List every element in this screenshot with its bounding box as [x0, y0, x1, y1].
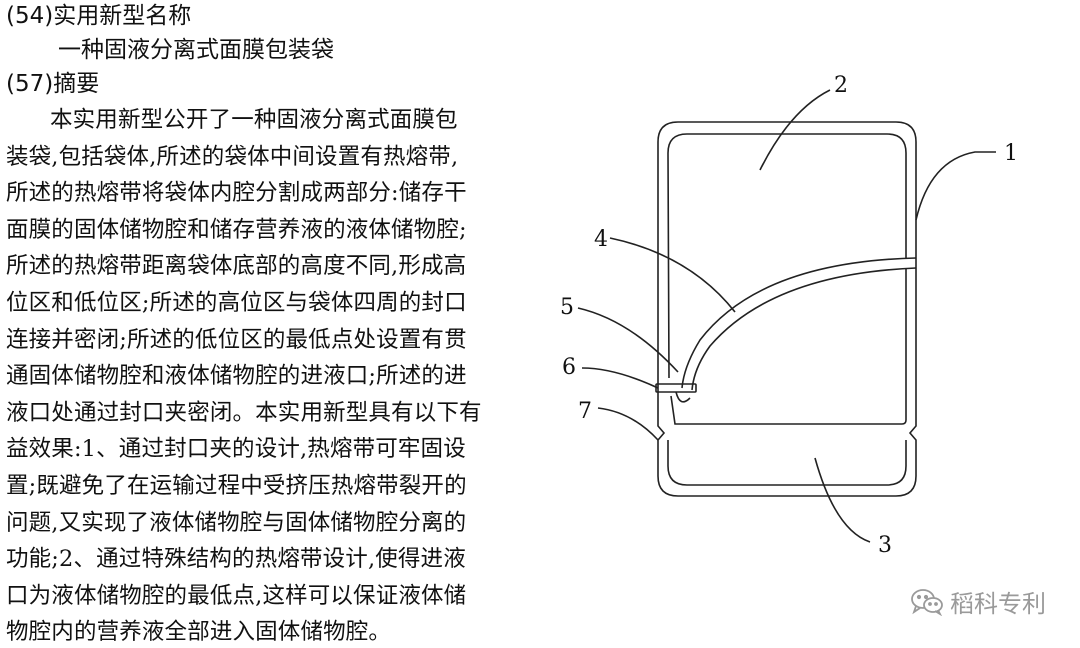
- abstract-line: 益效果:1、通过封口夹的设计,热熔带可牢固设: [6, 436, 466, 463]
- name-section-label: (54)实用新型名称: [6, 3, 192, 29]
- abstract-line: 位区和低位区;所述的高位区与袋体四周的封口: [6, 289, 467, 316]
- leader-line-3: [814, 457, 871, 543]
- abstract-line: 物腔内的营养液全部进入固体储物腔。: [6, 619, 392, 646]
- heat-seal-strip: [681, 257, 917, 389]
- abstract-line: 功能;2、通过特殊结构的热熔带设计,使得进液: [6, 546, 466, 573]
- leader-line-2: [759, 89, 831, 171]
- heat-seal-strip: [691, 267, 917, 391]
- abstract-line: 液口处通过封口夹密闭。本实用新型具有以下有: [6, 399, 482, 426]
- abstract-section-label: (57)摘要: [6, 71, 100, 97]
- abstract-line: 所述的热熔带距离袋体底部的高度不同,形成高: [6, 253, 467, 280]
- label-6: 6: [562, 355, 576, 380]
- abstract-line: 面膜的固体储物腔和储存营养液的液体储物腔;: [6, 216, 467, 243]
- watermark-text: 稻科专利: [950, 590, 1046, 618]
- abstract-line: 所述的热熔带将袋体内腔分割成两部分:储存干: [6, 180, 467, 207]
- label-1: 1: [1004, 141, 1018, 166]
- abstract-line: 口为液体储物腔的最低点,这样可以保证液体储: [6, 582, 467, 609]
- utility-model-name: 一种固液分离式面膜包装袋: [58, 37, 334, 63]
- abstract-line: 装袋,包括袋体,所述的袋体中间设置有热熔带,: [6, 143, 459, 170]
- abstract-line: 置;既避免了在运输过程中受挤压热熔带裂开的: [6, 472, 467, 499]
- label-5: 5: [560, 295, 574, 320]
- wechat-icon: [911, 588, 943, 616]
- leader-line-5: [577, 307, 679, 373]
- abstract-line: 连接并密闭;所述的低位区的最低点处设置有贯: [6, 326, 467, 353]
- lower-chamber-outline: [667, 440, 907, 486]
- patent-figure: 1 2 3 4 5 6 7: [560, 73, 1018, 558]
- bag-outer-outline: [657, 121, 917, 497]
- label-4: 4: [594, 227, 608, 252]
- leader-line-4: [609, 237, 736, 313]
- leader-line-1: [915, 151, 996, 221]
- abstract-line: 问题,又实现了液体储物腔与固体储物腔分离的: [6, 509, 467, 536]
- abstract-line: 本实用新型公开了一种固液分离式面膜包: [50, 107, 458, 133]
- liquid-inlet: [675, 391, 691, 403]
- abstract-text: 本实用新型公开了一种固液分离式面膜包 装袋,包括袋体,所述的袋体中间设置有热熔带…: [6, 102, 500, 648]
- leader-line-6: [581, 367, 659, 389]
- watermark: 稻科专利: [910, 584, 1046, 619]
- label-7: 7: [578, 399, 592, 424]
- abstract-line: 通固体储物腔和液体储物腔的进液口;所述的进: [6, 363, 467, 390]
- label-3: 3: [878, 533, 892, 558]
- upper-chamber-outline: [667, 133, 907, 425]
- label-2: 2: [834, 73, 848, 98]
- sealing-clip: [655, 383, 697, 393]
- leader-line-7: [597, 407, 659, 441]
